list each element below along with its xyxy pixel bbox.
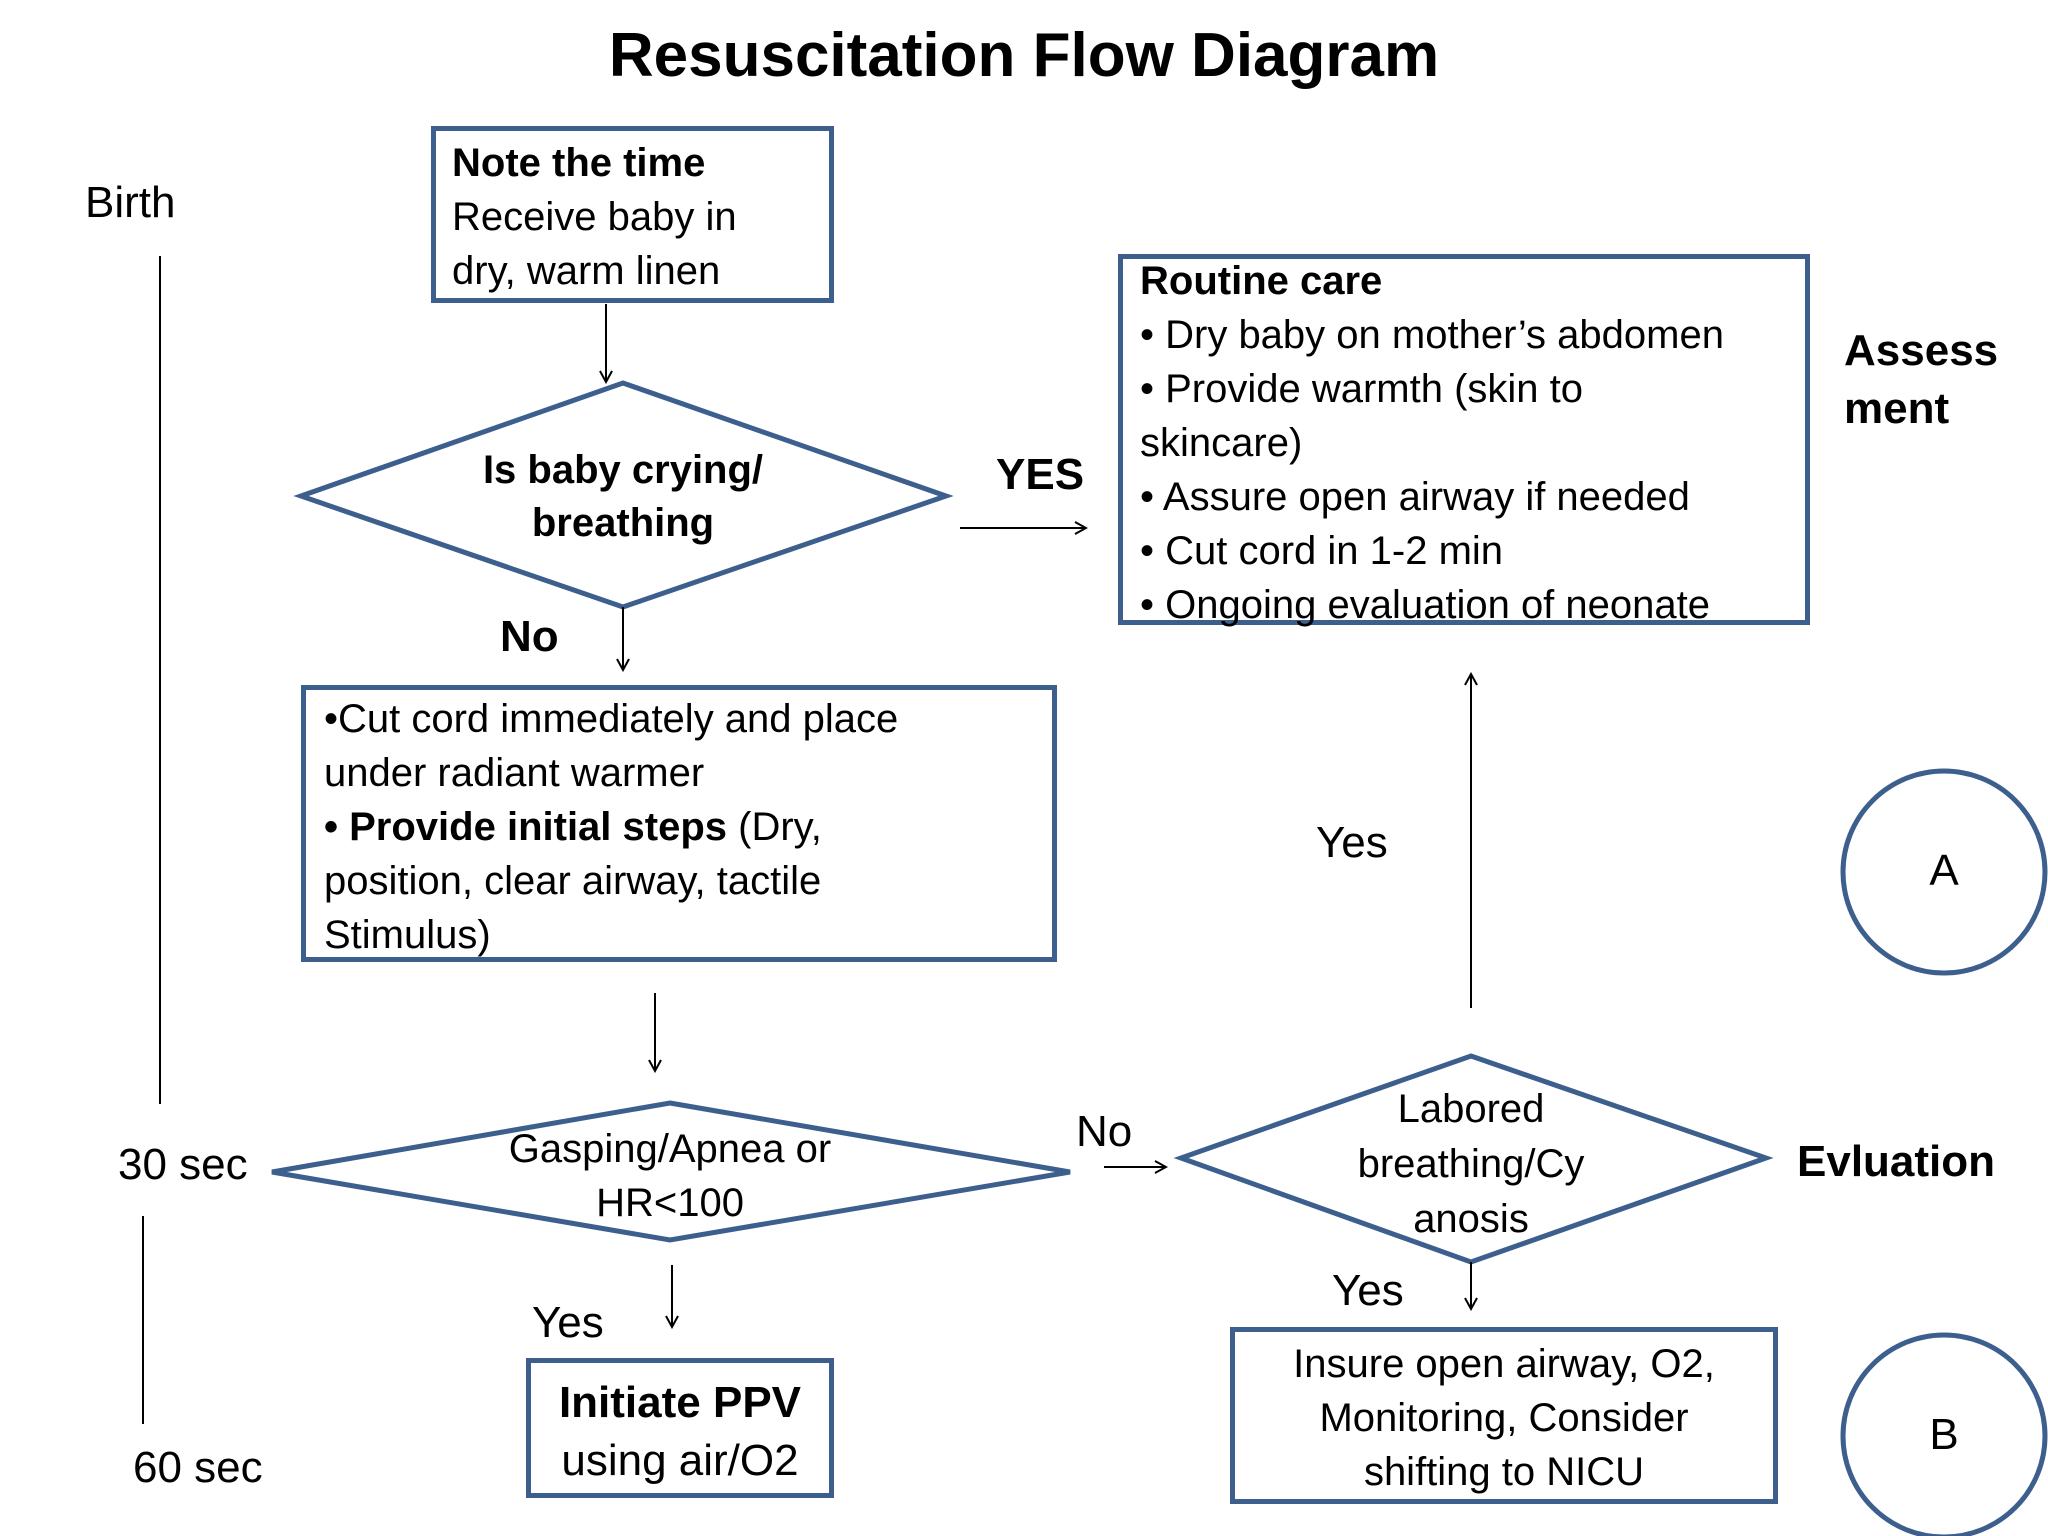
routine-care-item4: • Cut cord in 1-2 min [1140, 529, 1504, 573]
initial-steps-line2: under radiant warmer [324, 751, 705, 795]
timeline-30sec-label: 30 sec [118, 1140, 248, 1189]
circle-a-label: A [1929, 846, 1959, 895]
routine-care-text: Routine care • Dry baby on mother’s abdo… [1140, 254, 1724, 632]
decision-labored-line1: Labored [1397, 1087, 1545, 1131]
ppv-box [526, 1358, 834, 1498]
routine-care-item1: • Dry baby on mother’s abdomen [1140, 313, 1724, 357]
decision-gasping-diamond [271, 1100, 1071, 1243]
evaluation-label: Evluation [1797, 1137, 1996, 1186]
decision-labored-line3: anosis [1413, 1197, 1529, 1241]
routine-care-item2: • Provide warmth (skin to [1140, 367, 1584, 411]
nicu-box-line1: Insure open airway, O2, [1293, 1342, 1715, 1386]
initial-steps-rest: (Dry, [727, 805, 822, 849]
initial-steps-bold: Provide initial steps [349, 805, 728, 849]
nicu-box-line2: Monitoring, Consider [1319, 1396, 1689, 1440]
diagram-title: Resuscitation Flow Diagram [608, 21, 1440, 90]
yes-label-labored: Yes [1332, 1266, 1404, 1315]
circle-a-shape [1840, 768, 2048, 976]
circle-b-label: B [1929, 1410, 1959, 1459]
timeline-60sec-label: 60 sec [133, 1443, 263, 1492]
initial-steps-bullet: • [324, 805, 350, 849]
yes-label-ppv: Yes [532, 1298, 604, 1347]
yes-label-right: Yes [1316, 818, 1388, 867]
nicu-box [1230, 1327, 1778, 1504]
decision-labored-label: Labored breathing/Cy anosis [1321, 1082, 1621, 1247]
ppv-box-heading: Initiate PPV [558, 1378, 802, 1427]
routine-care-item5: • Ongoing evaluation of neonate [1140, 583, 1710, 627]
routine-care-box [1118, 254, 1810, 625]
start-box-text: Note the time Receive baby in dry, warm … [452, 136, 737, 298]
start-box-line1: Receive baby in [452, 195, 737, 239]
assessment-label-line2: ment [1844, 384, 1950, 433]
initial-steps-text: •Cut cord immediately and place under ra… [324, 692, 898, 962]
decision-crying-label: Is baby crying/ breathing [423, 444, 823, 550]
decision-crying-line1: Is baby crying/ [482, 448, 764, 492]
routine-care-item2-cont: skincare) [1140, 421, 1303, 465]
initial-steps-line1: •Cut cord immediately and place [324, 697, 899, 741]
decision-labored-line2: breathing/Cy [1357, 1142, 1585, 1186]
no-label-mid: No [1076, 1107, 1133, 1156]
assessment-label-line1: Assess [1844, 326, 1999, 375]
initial-steps-line5: Stimulus) [324, 913, 491, 957]
circle-b-shape [1840, 1332, 2048, 1536]
decision-gasping-label: Gasping/Apnea or HR<100 [470, 1122, 870, 1230]
decision-crying-line2: breathing [531, 501, 715, 545]
routine-care-item3: • Assure open airway if needed [1140, 475, 1690, 519]
nicu-box-line3: shifting to NICU [1363, 1450, 1645, 1494]
decision-gasping-line1: Gasping/Apnea or [508, 1127, 832, 1171]
assessment-label: Assess ment [1844, 322, 1998, 438]
start-box-heading: Note the time [452, 141, 706, 185]
no-label-upper: No [500, 612, 559, 661]
initial-steps-box [301, 685, 1057, 962]
nicu-box-text: Insure open airway, O2, Monitoring, Cons… [1230, 1337, 1778, 1499]
initial-steps-line3: • Provide initial steps (Dry, [324, 800, 898, 854]
timeline-birth-label: Birth [85, 178, 176, 227]
ppv-box-text: Initiate PPV using air/O2 [526, 1374, 834, 1490]
initial-steps-line4: position, clear airway, tactile [324, 859, 822, 903]
ppv-box-line2: using air/O2 [561, 1436, 799, 1485]
decision-gasping-line2: HR<100 [596, 1181, 744, 1225]
start-box-line2: dry, warm linen [452, 249, 721, 293]
routine-care-heading: Routine care [1140, 259, 1383, 303]
yes-label-upper: YES [996, 450, 1085, 499]
start-box [431, 126, 834, 303]
